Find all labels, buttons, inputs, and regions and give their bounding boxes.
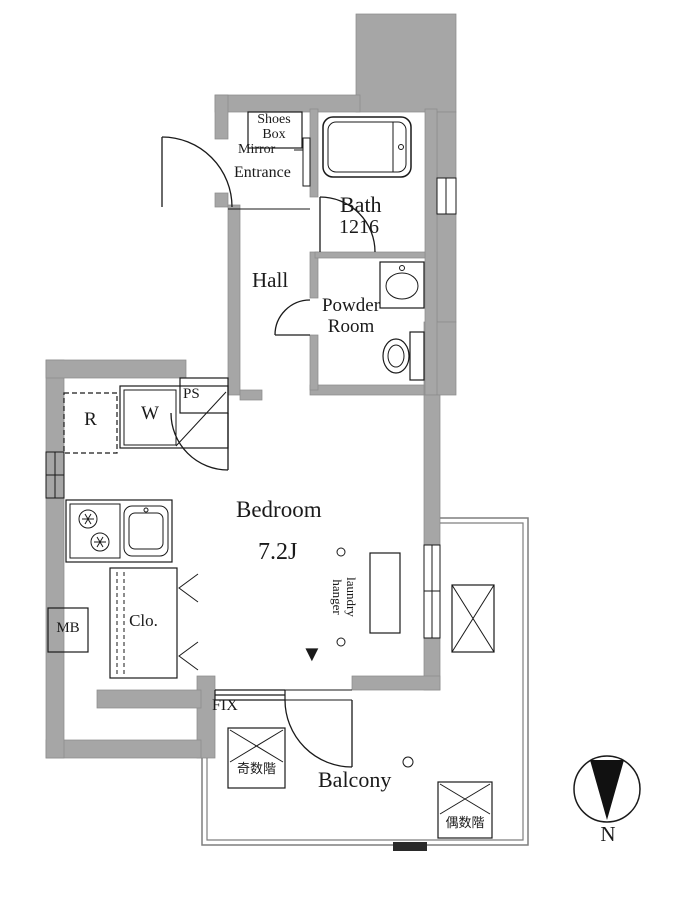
compass-circle (573, 755, 641, 823)
sink (123, 505, 169, 557)
entrance-top-wall (214, 94, 361, 113)
balcony-gutter (393, 842, 427, 851)
left-wall (45, 359, 65, 759)
entrance-left-wall-stub (214, 192, 229, 208)
balcony-railing-outer (201, 517, 529, 846)
evacuation-hatch-even (437, 781, 493, 839)
shoes-box (247, 111, 303, 149)
bedroom-bottom-wall (351, 675, 441, 691)
bath-left-wall (309, 108, 319, 198)
hatch-x-box (451, 584, 495, 653)
powder-left-wall-upper (309, 251, 319, 299)
washer-label: W (141, 403, 159, 424)
refrigerator-label: R (84, 409, 97, 430)
kitchen-top-wall (45, 359, 187, 379)
mirror (294, 137, 311, 187)
bedroom-label: Bedroom (236, 497, 322, 522)
hall-bottom-wall (239, 389, 263, 401)
bathtub (322, 116, 412, 178)
washing-machine (119, 385, 229, 449)
walls (45, 13, 457, 759)
powder-left-wall-lower (309, 334, 319, 391)
bedroom-right-window (423, 544, 441, 639)
hall-label: Hall (252, 268, 289, 292)
shoes-box-label: Shoes Box (257, 112, 291, 143)
balcony-drain (402, 756, 414, 768)
powder-bottom-wall (309, 384, 425, 396)
windows (45, 177, 457, 701)
entrance-door (161, 136, 310, 210)
evacuation-hatch-odd (227, 727, 286, 789)
balcony (201, 517, 529, 851)
bath-window (436, 177, 457, 215)
even-floor-hatch-label: 偶数階 (445, 816, 485, 831)
bath-powder-divider-wall (314, 251, 426, 259)
washbasin (379, 261, 425, 309)
fixture-box (369, 552, 401, 634)
bedroom-right-wall-upper (423, 394, 441, 546)
bath-right-inner-wall (424, 108, 438, 396)
laundry-hanger-end-top (336, 547, 346, 557)
ps-label: PS (183, 386, 200, 402)
stove (69, 503, 121, 559)
top-right-wall (355, 13, 457, 113)
compass (573, 755, 641, 823)
kitchen-window (45, 451, 65, 499)
refrigerator-space (63, 392, 118, 454)
closet (109, 567, 199, 679)
balcony-door-threshold (285, 689, 352, 701)
laundry-hanger-end-bottom (336, 637, 346, 647)
right-wall-upper (436, 111, 457, 179)
kitchen-counter (65, 499, 173, 563)
powder-room-label: Powder Room (321, 295, 381, 337)
closet-label: Clo. (129, 611, 158, 630)
meter-box-label: MB (56, 620, 80, 636)
laundry-hanger-label: laundry hanger (329, 577, 359, 617)
right-wall-mid (436, 213, 457, 323)
bath-size-label: 1216 (339, 216, 379, 238)
closet-bottom-wall (96, 689, 202, 709)
entrance-label: Entrance (234, 164, 291, 181)
mirror-label: Mirror (238, 142, 276, 157)
bath-door (319, 196, 376, 253)
balcony-door (284, 699, 353, 768)
odd-floor-hatch-label: 奇数階 (236, 762, 276, 777)
southwest-wall (45, 739, 202, 759)
entry-direction-marker: ▼ (301, 641, 323, 666)
bedroom-size-label: 7.2J (258, 539, 298, 565)
fixtures (47, 111, 425, 679)
powder-room-door (274, 299, 311, 336)
fix-window-label: FIX (212, 697, 238, 714)
meter-box (47, 607, 89, 653)
balcony-label: Balcony (318, 767, 392, 792)
north-arrow-icon (590, 760, 624, 820)
fix-window (214, 689, 286, 701)
hall-left-wall (227, 204, 241, 396)
balcony-left-wall (196, 675, 216, 759)
entrance-left-wall-upper (214, 94, 229, 140)
bath-label: Bath (340, 192, 382, 217)
north-label: N (600, 822, 616, 846)
balcony-railing-inner (206, 522, 524, 841)
toilet (382, 331, 425, 381)
